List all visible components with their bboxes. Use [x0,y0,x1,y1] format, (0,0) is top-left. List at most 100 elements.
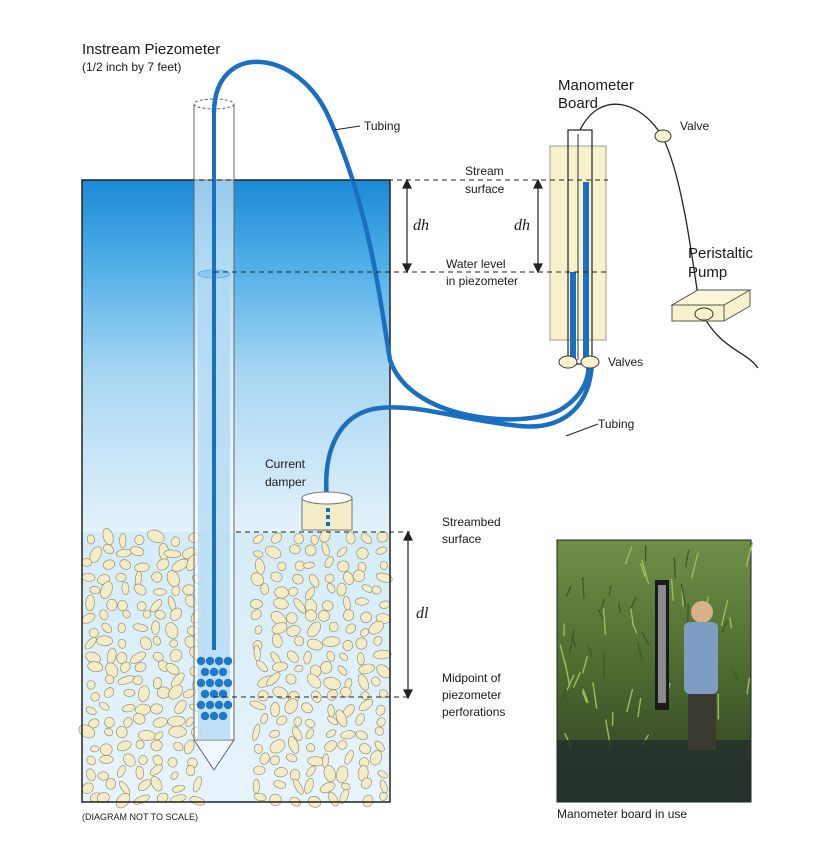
dh-left-label: dh [413,217,429,234]
midpoint-label-1: Midpoint of [442,671,501,685]
perforation-hole [196,700,206,710]
pebble [140,636,152,650]
pebble [185,765,196,777]
pebble [266,672,281,687]
pebble [293,533,304,545]
perforation-hole [200,711,210,721]
current-damper [301,491,353,531]
pebble [168,684,184,700]
pebble [116,726,128,739]
valve-label: Valve [680,119,709,133]
pebble [253,792,267,802]
pebble [121,581,130,595]
pebble [170,672,185,688]
pebble [304,544,317,557]
pump-label-1: Peristaltic [688,245,754,262]
pebble [136,601,147,612]
pebble [308,574,320,588]
pebble [142,609,152,619]
pebble [105,778,117,790]
pebble [360,777,372,789]
pebble [304,777,314,794]
pebble [379,792,388,801]
grass-blade [690,552,699,579]
pebble [135,739,145,749]
pebble [321,541,330,557]
pebble [133,712,146,725]
pebble [285,673,297,685]
pebble [323,676,341,690]
pebble [358,743,372,755]
perforation-hole [209,689,219,699]
pebble [106,598,118,612]
pebble [253,765,266,775]
grass-blade [745,542,754,568]
pebble [156,558,170,571]
grass-blade [565,585,572,597]
pebble [273,597,289,610]
pebble [356,547,369,560]
photo-person-waders [688,694,716,750]
pebble [121,704,136,713]
pebble [306,765,316,777]
pebble [318,610,330,622]
pebble [324,740,338,752]
perforation-hole [214,700,224,710]
pebble [150,776,163,792]
pebble [250,609,262,621]
streambed-label-1: Streambed [442,515,501,529]
pebble [137,685,150,702]
grass-blade [685,549,690,568]
pebble [119,533,127,549]
pebble [337,665,348,676]
pebble [189,796,206,806]
pebble [152,635,161,646]
pebble [320,661,333,674]
pebble [271,633,283,648]
grass-blade [568,629,575,654]
pebble [100,743,113,756]
pebble [115,792,131,809]
water-level-label-1: Water level [446,257,506,271]
pebble [285,753,298,763]
pebble [286,625,301,637]
pebble [170,771,179,780]
pebble [294,664,304,673]
pebble [284,698,298,714]
pebble [342,640,354,652]
pebble [375,572,393,583]
pebble [326,650,336,662]
pebble [325,729,337,738]
grass-blade [639,714,647,737]
pebble [99,609,109,621]
pebble [344,749,354,765]
pebble [253,743,263,754]
grass-blade [608,585,612,596]
perforation-hole [205,700,215,710]
pebble [183,739,195,755]
pebble [374,726,384,736]
pebble [138,755,148,765]
pebble [360,628,370,637]
pebble [84,636,97,650]
pebble [358,699,374,712]
pebble [304,609,317,622]
grass-blade [581,577,585,599]
pebble [307,621,322,638]
tubing-bottom-leader [565,423,599,437]
pebble [293,778,304,795]
pebble [152,754,163,766]
pebble [322,636,341,647]
pebble [163,549,182,558]
tubing-bottom-label: Tubing [598,417,634,431]
pebble [269,739,286,754]
pebble [303,650,312,665]
grass-blade [564,694,569,705]
grass-blade [566,719,575,734]
pebble [274,767,288,778]
pebble [169,639,178,648]
grass-blade [582,688,589,704]
pebble [305,743,316,753]
grass-blade [624,546,633,565]
